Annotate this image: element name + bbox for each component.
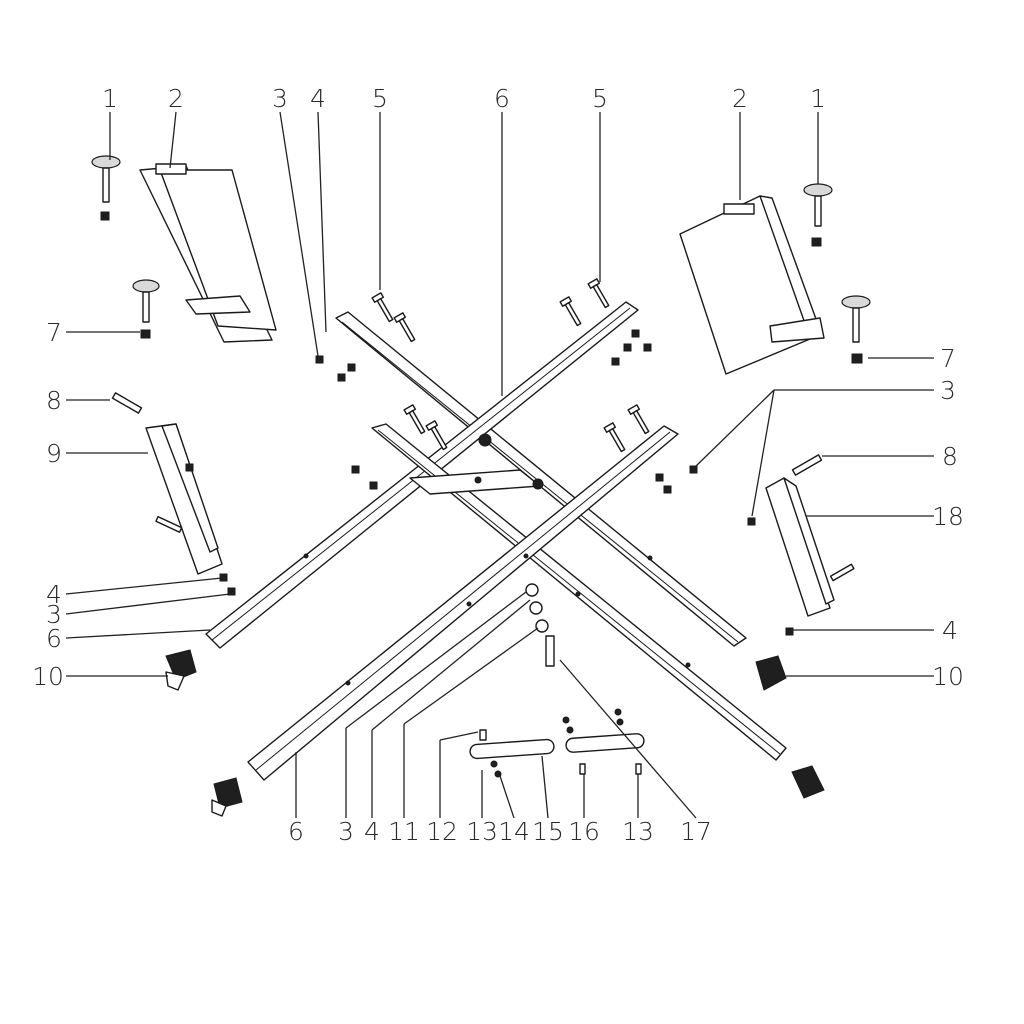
callout-4-left: 4 [46, 580, 62, 609]
callout-4-right: 4 [942, 616, 958, 645]
foot-10-right [755, 655, 787, 691]
callout-10-left: 10 [32, 662, 64, 691]
callout-6-top: 6 [494, 84, 510, 113]
foot-10-front-left [211, 777, 243, 817]
callout-4-top: 4 [310, 84, 326, 113]
foot-10-left [165, 649, 197, 691]
callout-12: 12 [426, 817, 458, 846]
callout-9: 9 [46, 439, 62, 468]
callout-6-bottom: 6 [288, 817, 304, 846]
hardware-11-17 [525, 583, 555, 667]
callout-8-right: 8 [942, 442, 958, 471]
plate-15-left [469, 729, 555, 778]
callout-5-right: 5 [592, 84, 608, 113]
callout-3-top: 3 [272, 84, 288, 113]
callout-16: 16 [568, 817, 600, 846]
plate-15-right [562, 708, 645, 775]
callout-8-left: 8 [46, 386, 62, 415]
callout-17: 17 [680, 817, 712, 846]
callout-labels: 1 2 3 4 5 6 5 2 1 7 7 3 8 9 8 18 4 3 6 4… [32, 84, 964, 846]
bolts-5 [371, 278, 650, 453]
callout-4-bottom: 4 [364, 817, 380, 846]
callout-3-bottom: 3 [338, 817, 354, 846]
bracket-18 [765, 477, 855, 617]
callout-10-right: 10 [932, 662, 964, 691]
rail-6-front-b [247, 425, 679, 781]
callout-3-right: 3 [940, 376, 956, 405]
callout-2-left: 2 [168, 84, 184, 113]
rail-holes [303, 553, 691, 686]
foot-10-front-right [791, 765, 825, 799]
callout-2-right: 2 [732, 84, 748, 113]
callout-5-left: 5 [372, 84, 388, 113]
callout-13-bottom-a: 13 [466, 817, 498, 846]
plate-2-right [679, 195, 825, 375]
center-link [409, 433, 544, 495]
callout-3-left: 3 [46, 600, 62, 629]
callout-11: 11 [388, 817, 420, 846]
callout-14: 14 [498, 817, 530, 846]
callout-15: 15 [532, 817, 564, 846]
bolts-8 [111, 392, 823, 476]
callout-1-left: 1 [102, 84, 118, 113]
callout-7-left: 7 [46, 318, 62, 347]
callout-18: 18 [932, 502, 964, 531]
plate-2-left [139, 163, 277, 343]
callout-1-right: 1 [810, 84, 826, 113]
callout-6-left: 6 [46, 624, 62, 653]
leader-lines [65, 111, 934, 819]
rail-6-back-a [335, 311, 747, 647]
callout-7-right: 7 [940, 344, 956, 373]
callout-13-bottom-b: 13 [622, 817, 654, 846]
rail-6-back-b [205, 301, 639, 649]
knob-7-right [841, 295, 871, 364]
knob-1-left [91, 155, 121, 221]
nuts-3-4 [219, 329, 794, 636]
bracket-9 [145, 423, 223, 575]
knob-1-right [803, 183, 833, 247]
knob-7-left [132, 279, 160, 339]
